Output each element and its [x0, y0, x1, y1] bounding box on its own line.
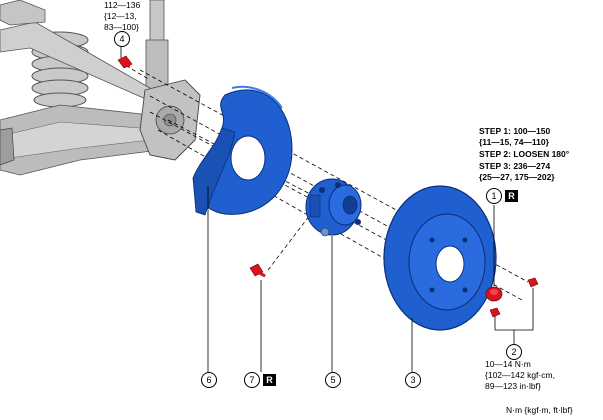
wheel-hub — [305, 178, 362, 237]
callout-2: 2 — [506, 344, 522, 360]
callout-4: 4 — [114, 31, 130, 47]
rear-suspension-assembly — [0, 0, 201, 176]
dust-shield — [192, 85, 293, 216]
disc-screws-2 — [489, 277, 539, 318]
torque-spec-4-line1: 112—136 — [104, 0, 141, 10]
screw-7 — [249, 263, 266, 278]
hub-bolt-4 — [117, 55, 133, 69]
step3-text: STEP 3: 236—274 — [479, 161, 551, 171]
callout-5: 5 — [325, 372, 341, 388]
callout-3: 3 — [405, 372, 421, 388]
step1-conversion: {11—15, 74—110} — [479, 137, 549, 147]
units-legend: N·m {kgf·m, ft·lbf} — [506, 405, 573, 415]
hub-nut-1 — [485, 286, 503, 302]
torque-spec-4-line2: {12—13, — [104, 11, 137, 21]
leader-lines — [120, 46, 534, 372]
step1-text: STEP 1: 100—150 — [479, 126, 551, 136]
torque-spec-2-line1: 10—14 N·m — [485, 359, 531, 369]
brake-disc — [383, 185, 497, 331]
torque-spec-2-line2: {102—142 kgf·cm, — [485, 370, 555, 380]
callout-6: 6 — [201, 372, 217, 388]
callout-7: 7 — [244, 372, 260, 388]
replace-badge-1: R — [505, 190, 518, 202]
torque-spec-2-line3: 89—123 in·lbf} — [485, 381, 541, 391]
torque-spec-4-line3: 83—100} — [104, 22, 139, 32]
step3-conversion: {25—27, 175—202} — [479, 172, 555, 182]
replace-badge-7: R — [263, 374, 276, 386]
step2-text: STEP 2: LOOSEN 180° — [479, 149, 570, 159]
callout-1: 1 — [486, 188, 502, 204]
